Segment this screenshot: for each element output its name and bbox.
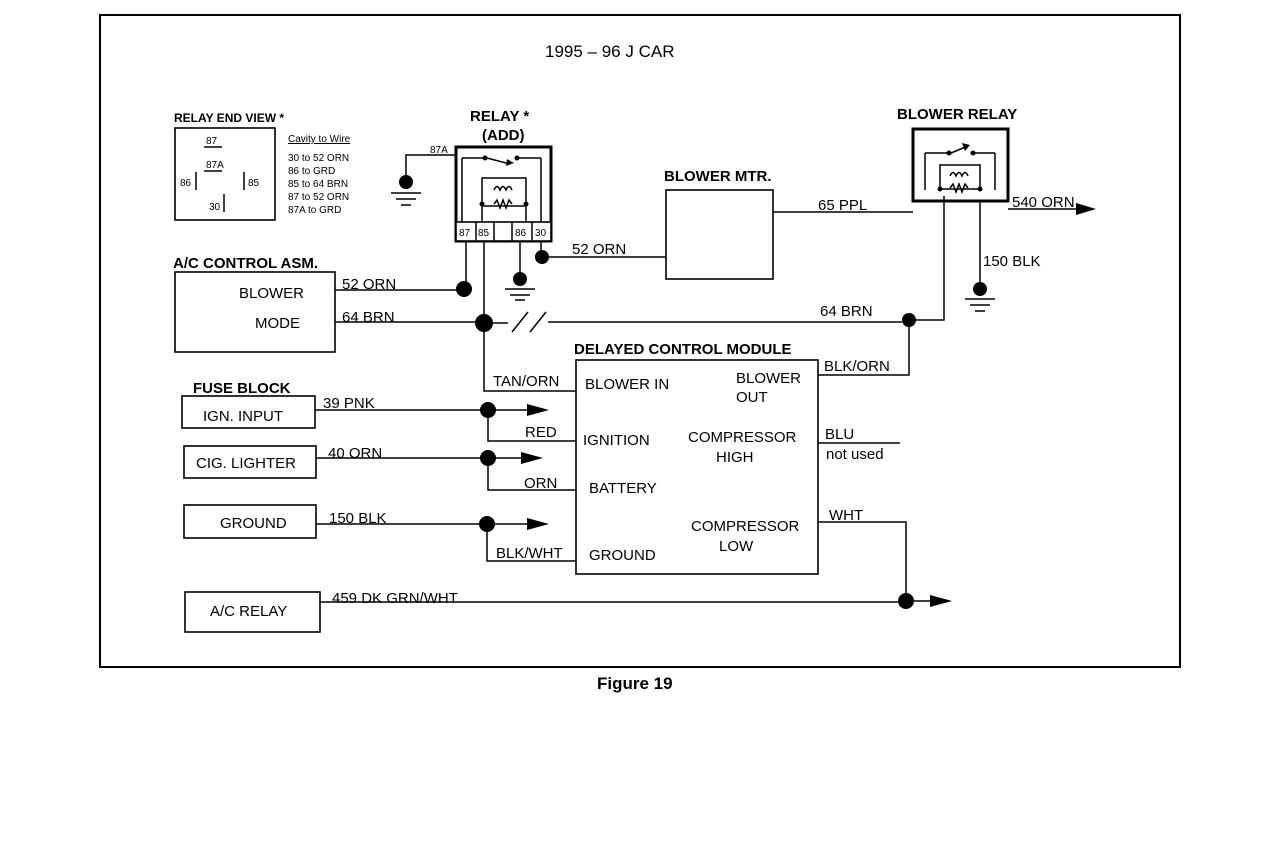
module-blower-out-1: BLOWER	[736, 370, 801, 387]
add-relay-terminal-85: 85	[478, 228, 490, 239]
cavity-legend-heading: Cavity to Wire	[288, 134, 351, 145]
relay-end-view-box	[174, 127, 276, 221]
pin-30-label: 30	[209, 202, 221, 213]
ac-relay-box	[184, 591, 321, 633]
ground-label: GROUND	[220, 515, 287, 532]
cavity-legend-item: 87A to GRD	[288, 205, 341, 216]
wire-64-brn-right: 64 BRN	[820, 303, 873, 320]
module-heading: DELAYED CONTROL MODULE	[574, 341, 792, 358]
relay-ground-symbol	[505, 241, 535, 301]
wire-64-brn-ac: 64 BRN	[342, 309, 395, 326]
add-relay: RELAY * (ADD) 87 85 86 30 87A	[391, 108, 553, 243]
blower-relay-label: BLOWER RELAY	[897, 106, 1017, 123]
blower-motor-box	[665, 189, 774, 280]
module-blower-in: BLOWER IN	[585, 376, 669, 393]
module-ground: GROUND	[589, 547, 656, 564]
wire-39-pnk: 39 PNK	[323, 395, 375, 412]
pin-87-label: 87	[206, 136, 218, 147]
module-ignition: IGNITION	[583, 432, 650, 449]
wire-40-orn: 40 ORN	[328, 445, 382, 462]
module-comp-low-1: COMPRESSOR	[691, 518, 800, 535]
add-relay-heading: RELAY *	[470, 108, 529, 125]
wire-150-blk-relay: 150 BLK	[983, 253, 1041, 270]
ac-control-blower: BLOWER	[239, 285, 304, 302]
pin-85-label: 85	[248, 178, 260, 189]
cavity-legend-item: 87 to 52 ORN	[288, 192, 349, 203]
cavity-legend-item: 30 to 52 ORN	[288, 153, 349, 164]
module-comp-high-2: HIGH	[716, 449, 754, 466]
blower-motor-label: BLOWER MTR.	[664, 168, 771, 185]
wire-459-dk-grn-wht: 459 DK GRN/WHT	[332, 590, 458, 607]
pin-87a-label: 87A	[206, 160, 224, 171]
module-battery: BATTERY	[589, 480, 657, 497]
cig-lighter-label: CIG. LIGHTER	[196, 455, 296, 472]
ground-box	[183, 504, 317, 539]
diagram-frame	[99, 14, 1181, 668]
blower-relay-body	[911, 127, 1010, 203]
cavity-legend-item: 86 to GRD	[288, 166, 335, 177]
add-relay-terminal-30: 30	[535, 228, 547, 239]
fuse-block-heading: FUSE BLOCK	[193, 380, 291, 397]
wire-52-orn-ac: 52 ORN	[342, 276, 396, 293]
wire-tan-orn: TAN/ORN	[493, 373, 559, 390]
wire-blu: BLU	[825, 426, 854, 443]
wire-150-blk: 150 BLK	[329, 510, 387, 527]
pin-86-label: 86	[180, 178, 192, 189]
ign-input-box	[181, 395, 316, 429]
module-comp-high-1: COMPRESSOR	[688, 429, 797, 446]
relay-end-view-heading: RELAY END VIEW *	[174, 111, 284, 125]
wire-red: RED	[525, 424, 557, 441]
wire-65-ppl: 65 PPL	[818, 197, 867, 214]
relay-end-view: RELAY END VIEW * 87 87A 86 85 30 Cavity …	[174, 111, 351, 221]
add-relay-terminal-87: 87	[459, 228, 471, 239]
add-relay-subheading: (ADD)	[482, 127, 525, 144]
add-relay-terminal-86: 86	[515, 228, 527, 239]
wire-not-used: not used	[826, 446, 884, 463]
wire-blk-orn: BLK/ORN	[824, 358, 890, 375]
blower-relay: BLOWER RELAY	[897, 106, 1017, 203]
ac-control-box	[174, 271, 336, 353]
wire-52-orn-top: 52 ORN	[572, 241, 626, 258]
cavity-legend-item: 85 to 64 BRN	[288, 179, 348, 190]
delayed-control-module	[575, 359, 819, 575]
module-comp-low-2: LOW	[719, 538, 754, 555]
ign-input-label: IGN. INPUT	[203, 408, 283, 425]
cig-lighter-box	[183, 445, 317, 479]
wire-orn: ORN	[524, 475, 557, 492]
pin-87a-wire-label: 87A	[430, 145, 448, 156]
wire-blk-wht: BLK/WHT	[496, 545, 563, 562]
diagram-title: 1995 – 96 J CAR	[545, 42, 674, 61]
ac-control-mode: MODE	[255, 315, 300, 332]
module-blower-out-2: OUT	[736, 389, 768, 406]
wire-wht: WHT	[829, 507, 863, 524]
ac-relay-label: A/C RELAY	[210, 603, 287, 620]
ac-control-heading: A/C CONTROL ASM.	[173, 255, 318, 272]
wire-540-orn: 540 ORN	[1012, 194, 1075, 211]
figure-caption: Figure 19	[597, 674, 673, 693]
